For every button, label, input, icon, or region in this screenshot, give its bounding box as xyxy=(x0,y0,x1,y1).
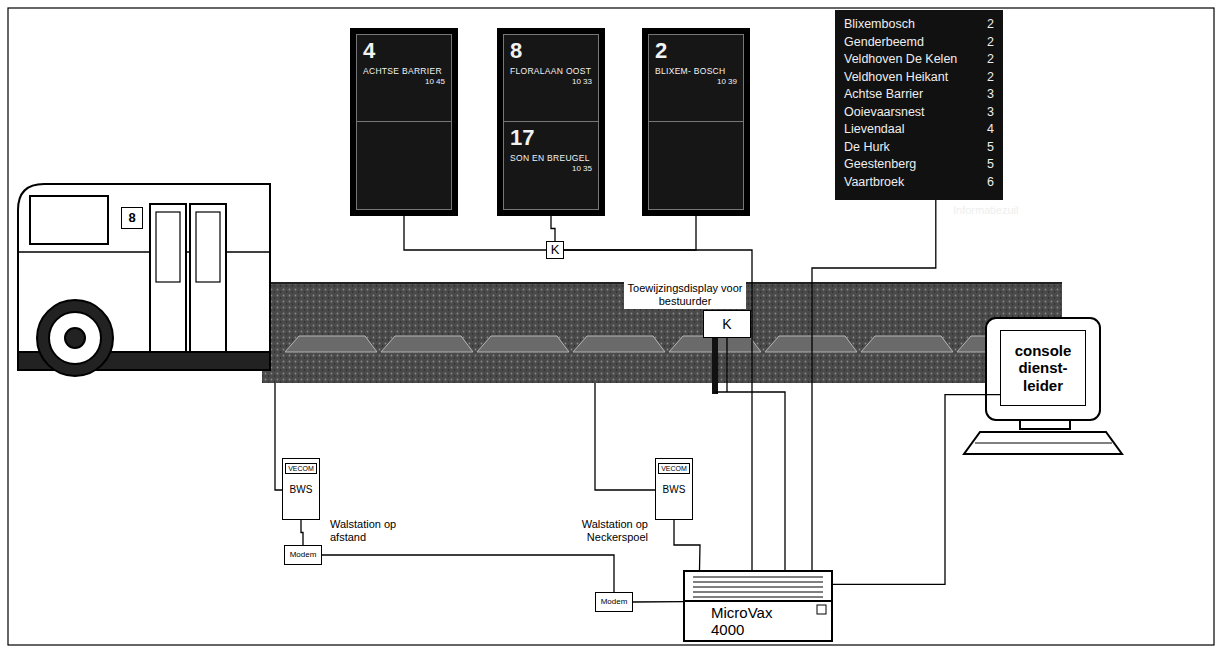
departure-time: 10 33 xyxy=(510,77,592,86)
destination-name: SON EN BREUGEL xyxy=(510,153,592,163)
destination-name: ACHTSE BARRIER xyxy=(363,66,445,76)
connector-wire xyxy=(301,520,303,545)
frame xyxy=(8,8,1214,645)
concentrator-box: K xyxy=(546,241,564,259)
platform-bay xyxy=(477,336,569,352)
destination-name: FLORALAAN OOST xyxy=(510,66,592,76)
connector-wire xyxy=(633,601,683,602)
destination-row: Achtse Barrier 3 xyxy=(844,86,994,104)
destination-row: Ooievaarsnest 3 xyxy=(844,104,994,122)
platform-bay xyxy=(861,336,953,352)
station-caption: Walstation op afstand xyxy=(330,518,422,544)
display-section: 2BLIXEM- BOSCH10 39 xyxy=(648,34,744,122)
departure-time: 10 35 xyxy=(510,164,592,173)
line-number: 2 xyxy=(655,39,737,63)
destination-name: De Hurk xyxy=(844,139,890,157)
destination-name: Vaartbroek xyxy=(844,174,904,192)
connector-wire xyxy=(833,394,1000,585)
display-post xyxy=(712,338,718,394)
vendor-label: VECOM xyxy=(658,463,690,474)
destination-name: Genderbeemd xyxy=(844,34,924,52)
platform-bay xyxy=(765,336,857,352)
connector-wire xyxy=(812,200,936,570)
platform-number: 2 xyxy=(987,34,994,52)
box-text: K xyxy=(551,243,560,258)
platform-number: 6 xyxy=(987,174,994,192)
display-heading: Toewijzingsdisplay voor bestuurder xyxy=(624,281,746,309)
connector-wire xyxy=(551,216,555,241)
platform-number: 2 xyxy=(987,51,994,69)
box-text: Modem xyxy=(290,550,317,559)
destination-row: Veldhoven Heikant 2 xyxy=(844,69,994,87)
line-number: 8 xyxy=(510,39,592,63)
display-section: 17SON EN BREUGEL10 35 xyxy=(503,122,599,210)
platform-number: 2 xyxy=(987,69,994,87)
connector-wire xyxy=(322,555,614,592)
box-text: console dienst- leider xyxy=(1001,342,1085,394)
destination-name: Blixembosch xyxy=(844,16,915,34)
vecom-station: VECOM BWS xyxy=(282,458,320,520)
console-screen: console dienst- leider xyxy=(1000,330,1086,406)
display-section: 4ACHTSE BARRIER10 45 xyxy=(356,34,452,122)
platform-bay xyxy=(573,336,665,352)
destination-row: Veldhoven De Kelen 2 xyxy=(844,51,994,69)
station-caption: Walstation op Neckerspoel xyxy=(540,518,648,544)
destination-name: Achtse Barrier xyxy=(844,86,923,104)
destination-row: Geestenberg 5 xyxy=(844,156,994,174)
computer-box: MicroVax 4000 xyxy=(683,570,833,642)
destination-name: Veldhoven De Kelen xyxy=(844,51,957,69)
connector-wire xyxy=(404,216,546,250)
station-label: BWS xyxy=(290,484,313,495)
destination-name: Lievendaal xyxy=(844,121,904,139)
information-pillar: Blixembosch2Genderbeemd2Veldhoven De Kel… xyxy=(835,10,1003,200)
vecom-station: VECOM BWS xyxy=(655,458,693,520)
destination-row: Vaartbroek 6 xyxy=(844,174,994,192)
destination-row: Blixembosch 2 xyxy=(844,16,994,34)
platform-number: 5 xyxy=(987,156,994,174)
destination-name: Veldhoven Heikant xyxy=(844,69,948,87)
destination-row: De Hurk 5 xyxy=(844,139,994,157)
console-terminal xyxy=(964,318,1122,454)
platform-number: 3 xyxy=(987,104,994,122)
driver-display: KToewijzingsdisplay voor bestuurder xyxy=(703,310,751,338)
destination-row: Lievendaal 4 xyxy=(844,121,994,139)
box-text: Modem xyxy=(601,597,628,606)
destination-name: Geestenberg xyxy=(844,156,916,174)
departure-time: 10 39 xyxy=(655,77,737,86)
destination-name: BLIXEM- BOSCH xyxy=(655,66,737,76)
platform-number: 4 xyxy=(987,121,994,139)
line-number: 4 xyxy=(363,39,445,63)
display-section: 8FLORALAAN OOST10 33 xyxy=(503,34,599,122)
departure-display: 8FLORALAAN OOST10 3317SON EN BREUGEL10 3… xyxy=(497,28,605,216)
modem-box: Modem xyxy=(595,592,633,612)
platform-bay xyxy=(381,336,473,352)
platform-number: 3 xyxy=(987,86,994,104)
computer-name: MicroVax 4000 xyxy=(711,604,791,638)
bus-line-sign: 8 xyxy=(121,207,143,229)
antenna-wire xyxy=(275,383,655,490)
display-section xyxy=(356,122,452,210)
platform-number: 5 xyxy=(987,139,994,157)
vendor-label: VECOM xyxy=(285,463,317,474)
box-text: 8 xyxy=(128,211,135,226)
pillar-heading: Informatiezuil xyxy=(953,204,1018,216)
connector-wire xyxy=(564,216,696,250)
display-section xyxy=(648,122,744,210)
departure-time: 10 45 xyxy=(363,77,445,86)
platform-number: 2 xyxy=(987,16,994,34)
departure-display: 4ACHTSE BARRIER10 45 xyxy=(350,28,458,216)
destination-row: Genderbeemd 2 xyxy=(844,34,994,52)
bus xyxy=(18,184,270,376)
modem-box: Modem xyxy=(284,545,322,565)
connector-wire xyxy=(674,520,700,570)
departure-display: 2BLIXEM- BOSCH10 39 xyxy=(642,28,750,216)
platform-bay xyxy=(285,336,377,352)
line-number: 17 xyxy=(510,126,592,150)
display-letter: K xyxy=(722,316,731,332)
connector-wire xyxy=(715,338,785,570)
destination-name: Ooievaarsnest xyxy=(844,104,925,122)
station-label: BWS xyxy=(663,484,686,495)
